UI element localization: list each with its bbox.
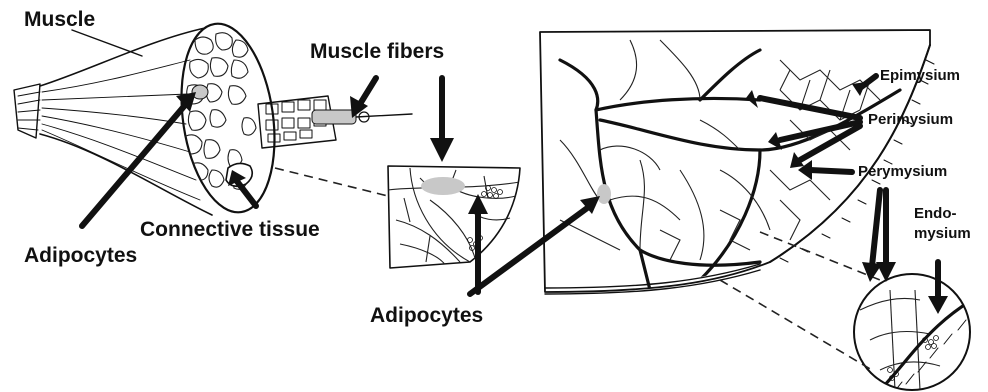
label-adipocytes-left: Adipocytes — [24, 244, 137, 267]
muscle-fiber-gray — [312, 110, 356, 124]
label-muscle: Muscle — [24, 8, 95, 31]
bottom-hatch-border — [545, 264, 760, 294]
small-cross-section — [388, 166, 520, 268]
label-endomysium-line1: Endo- — [914, 205, 957, 222]
muscle-cross-section — [170, 18, 286, 219]
label-adipocytes-center: Adipocytes — [370, 304, 483, 327]
label-perymysium: Perymysium — [858, 163, 947, 180]
adipocyte-large-section — [597, 184, 611, 204]
fascicle-bundle — [258, 96, 412, 148]
adipocytes-left-arrow — [82, 104, 186, 226]
zoom-dashed-lines — [275, 168, 880, 370]
label-perimysium: Perimysium — [868, 111, 953, 128]
fiber-cells-pattern — [560, 40, 880, 260]
label-connective-tissue: Connective tissue — [140, 218, 320, 241]
arrows — [72, 30, 948, 314]
muscle-pointer-line — [72, 30, 142, 56]
magnified-circle — [854, 274, 988, 392]
label-endomysium-line2: mysium — [914, 225, 971, 242]
label-muscle-fibers: Muscle fibers — [310, 40, 444, 63]
label-epimysium: Epimysium — [880, 67, 960, 84]
adipocyte-cluster-small — [421, 177, 465, 195]
